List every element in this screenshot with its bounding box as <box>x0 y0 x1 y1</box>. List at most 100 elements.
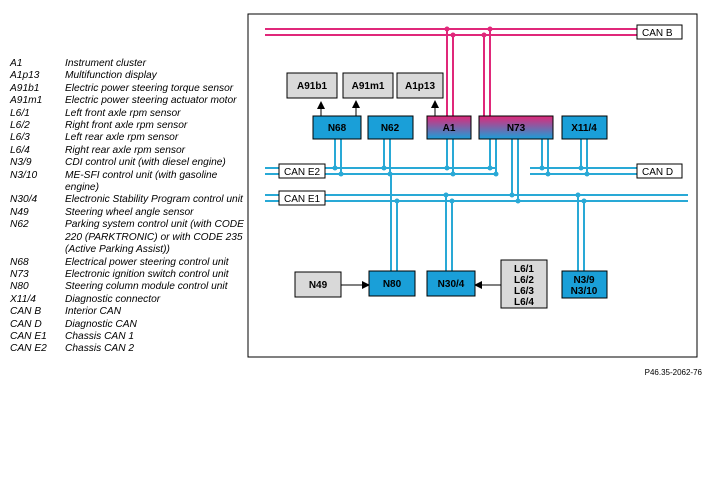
legend-desc: Chassis CAN 1 <box>65 330 135 342</box>
svg-text:A91m1: A91m1 <box>352 81 385 92</box>
bus-label-can-e2: CAN E2 <box>278 163 326 179</box>
svg-text:L6/2: L6/2 <box>514 275 534 286</box>
svg-text:N49: N49 <box>309 280 328 291</box>
svg-text:N62: N62 <box>381 123 400 134</box>
legend: A1 Instrument cluster A1p13 Multifunction … <box>10 58 250 356</box>
legend-item: N30/4 Electronic Stability Program contro… <box>10 194 250 206</box>
unit-n68: N68 <box>312 115 362 140</box>
legend-desc: Left rear axle rpm sensor <box>65 132 179 144</box>
bus-label-can-d: CAN D <box>636 163 683 179</box>
legend-code: N62 <box>10 219 29 231</box>
unit-a91b1: A91b1 <box>286 72 338 99</box>
legend-code: L6/2 <box>10 120 30 132</box>
legend-desc: Multifunction display <box>65 70 157 82</box>
legend-item: CAN B Interior CAN <box>10 306 250 318</box>
svg-text:A1p13: A1p13 <box>405 81 435 92</box>
legend-item: L6/3 Left rear axle rpm sensor <box>10 132 250 144</box>
legend-item: N62 Parking system control unit (with COD… <box>10 219 250 256</box>
legend-code: A91m1 <box>10 95 43 107</box>
legend-code: CAN E2 <box>10 343 47 355</box>
svg-text:CAN E2: CAN E2 <box>284 167 321 178</box>
svg-text:CAN E1: CAN E1 <box>284 194 321 205</box>
legend-item: A91m1 Electric power steering actuator mo… <box>10 95 250 107</box>
legend-code: X11/4 <box>10 293 36 305</box>
legend-item: CAN D Diagnostic CAN <box>10 319 250 331</box>
legend-desc: Left front axle rpm sensor <box>65 107 181 119</box>
unit-n62: N62 <box>367 115 414 140</box>
can-e-stubs <box>334 139 588 271</box>
legend-desc: Electric power steering actuator motor <box>65 95 237 107</box>
legend-code: L6/3 <box>10 132 30 144</box>
unit-n30-4: N30/4 <box>426 270 476 297</box>
legend-desc: Electrical power steering control unit <box>65 256 229 268</box>
legend-desc: Instrument cluster <box>65 58 146 69</box>
legend-desc: Interior CAN <box>65 306 122 318</box>
legend-desc: Right front axle rpm sensor <box>65 120 188 132</box>
svg-text:A1: A1 <box>443 123 456 134</box>
unit-x11-4: X11/4 <box>561 115 608 140</box>
svg-text:N3/9: N3/9 <box>573 275 595 286</box>
legend-desc: Right rear axle rpm sensor <box>65 144 186 156</box>
legend-code: CAN B <box>10 306 42 318</box>
unit-n80: N80 <box>368 270 416 297</box>
legend-desc: ME-SFI control unit (with gasoline engin… <box>65 169 218 194</box>
legend-code: CAN E1 <box>10 330 47 342</box>
legend-desc: Chassis CAN 2 <box>65 343 135 355</box>
svg-text:N80: N80 <box>383 279 402 290</box>
legend-item: N3/10 ME-SFI control unit (with gasoline … <box>10 170 250 195</box>
legend-desc: Electronic Stability Program control uni… <box>65 194 243 206</box>
bus-label-can-b: CAN B <box>636 24 683 40</box>
legend-item: CAN E2 Chassis CAN 2 <box>10 343 250 355</box>
svg-text:N30/4: N30/4 <box>438 279 465 290</box>
legend-code: A1p13 <box>10 70 40 82</box>
bus-label-can-e1: CAN E1 <box>278 190 326 206</box>
unit-n49: N49 <box>294 271 342 298</box>
legend-desc: Electric power steering torque sensor <box>65 82 234 94</box>
legend-code: CAN D <box>10 318 42 330</box>
svg-text:N68: N68 <box>328 123 347 134</box>
legend-code: A1 <box>10 58 23 69</box>
figure-reference: P46.35-2062-76 <box>645 368 703 377</box>
legend-item: A1p13 Multifunction display <box>10 70 250 82</box>
legend-code: N3/10 <box>10 169 38 181</box>
legend-item: L6/4 Right rear axle rpm sensor <box>10 145 250 157</box>
can-b-junctions <box>444 26 493 38</box>
svg-text:N73: N73 <box>507 123 526 134</box>
legend-desc: CDI control unit (with diesel engine) <box>65 157 226 169</box>
svg-text:A91b1: A91b1 <box>297 81 327 92</box>
legend-code: N68 <box>10 256 29 268</box>
legend-desc: Electronic ignition switch control unit <box>65 268 229 280</box>
legend-code: L6/1 <box>10 107 30 119</box>
legend-desc: Diagnostic CAN <box>65 318 137 330</box>
unit-a91m1: A91m1 <box>342 72 394 99</box>
svg-text:L6/1: L6/1 <box>514 264 534 275</box>
legend-desc: Steering column module control unit <box>65 281 228 293</box>
legend-code: N3/9 <box>10 157 32 169</box>
svg-text:L6/4: L6/4 <box>514 297 534 308</box>
can-e-junctions <box>332 165 590 204</box>
legend-item: CAN E1 Chassis CAN 1 <box>10 331 250 343</box>
legend-item: N3/9 CDI control unit (with diesel engine… <box>10 157 250 169</box>
can-b-stubs <box>446 29 491 116</box>
legend-item: L6/2 Right front axle rpm sensor <box>10 120 250 132</box>
legend-item: A1 Instrument cluster <box>10 58 250 70</box>
legend-desc: Parking system control unit (with CODE 2… <box>65 219 244 256</box>
can-e1-bus <box>265 194 688 202</box>
unit-n73: N73 <box>478 115 554 140</box>
unit-a1p13: A1p13 <box>396 72 444 99</box>
legend-desc: Steering wheel angle sensor <box>65 206 194 218</box>
diagram-frame <box>247 13 698 358</box>
signal-arrows <box>317 100 501 289</box>
legend-code: L6/4 <box>10 144 30 156</box>
svg-text:L6/3: L6/3 <box>514 286 534 297</box>
legend-item: L6/1 Left front axle rpm sensor <box>10 108 250 120</box>
legend-code: N30/4 <box>10 194 38 206</box>
svg-text:N3/10: N3/10 <box>571 286 598 297</box>
unit-l6-sensors: L6/1 L6/2 L6/3 L6/4 <box>500 259 548 309</box>
